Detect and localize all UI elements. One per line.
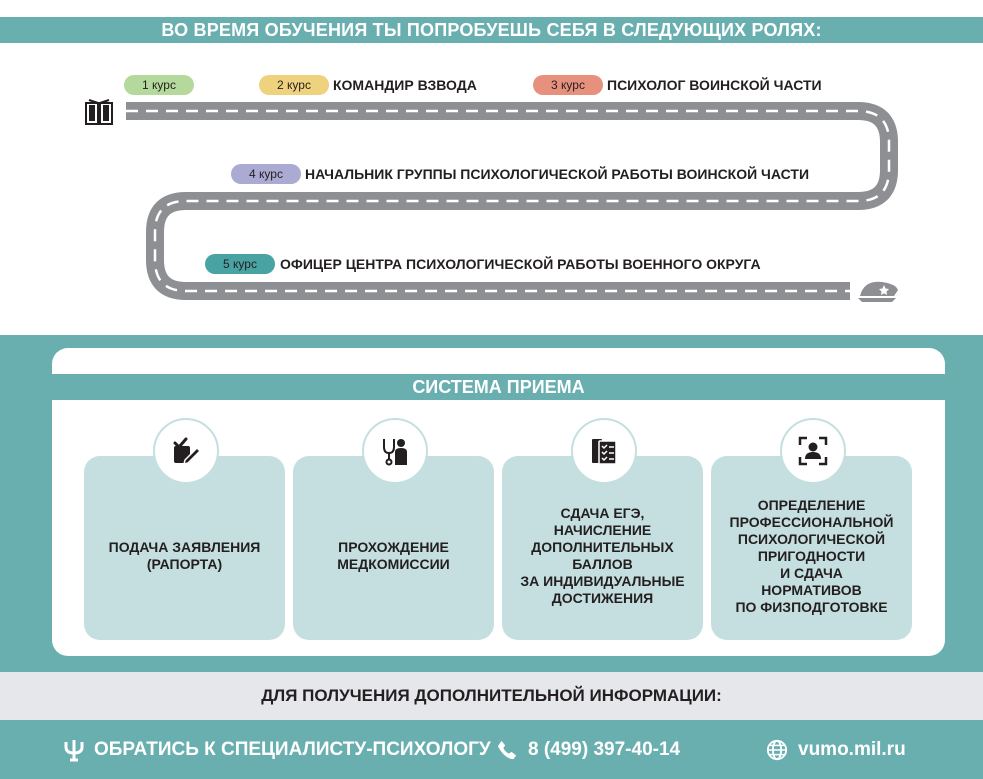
career-road bbox=[85, 99, 898, 302]
contact-phone-text[interactable]: 8 (499) 397-40-14 bbox=[528, 738, 681, 760]
roles-banner: ВО ВРЕМЯ ОБУЧЕНИЯ ТЫ ПОПРОБУЕШЬ СЕБЯ В С… bbox=[0, 17, 983, 43]
application-pen-icon bbox=[153, 418, 219, 484]
step-psychological-text: ОПРЕДЕЛЕНИЕ ПРОФЕССИОНАЛЬНОЙ ПСИХОЛОГИЧЕ… bbox=[729, 496, 894, 615]
contact-website[interactable]: vumo.mil.ru bbox=[766, 720, 906, 779]
step-exams: СДАЧА ЕГЭ, НАЧИСЛЕНИЕ ДОПОЛНИТЕЛЬНЫХ БАЛ… bbox=[502, 456, 703, 640]
officer-cap-icon bbox=[858, 281, 898, 302]
role-label-5: ОФИЦЕР ЦЕНТРА ПСИХОЛОГИЧЕСКОЙ РАБОТЫ ВОЕ… bbox=[280, 256, 761, 272]
checklist-documents-icon bbox=[571, 418, 637, 484]
book-icon bbox=[85, 99, 113, 125]
step-medical: ПРОХОЖДЕНИЕ МЕДКОМИССИИ bbox=[293, 456, 494, 640]
course-pill-4: 4 курс bbox=[231, 164, 301, 184]
additional-info-title: ДЛЯ ПОЛУЧЕНИЯ ДОПОЛНИТЕЛЬНОЙ ИНФОРМАЦИИ: bbox=[0, 672, 983, 720]
course-pill-5: 5 курс bbox=[205, 254, 275, 274]
step-application: ПОДАЧА ЗАЯВЛЕНИЯ (РАПОРТА) bbox=[84, 456, 285, 640]
contact-phone[interactable]: 8 (499) 397-40-14 bbox=[496, 720, 680, 779]
step-exams-text: СДАЧА ЕГЭ, НАЧИСЛЕНИЕ ДОПОЛНИТЕЛЬНЫХ БАЛ… bbox=[520, 505, 685, 606]
globe-icon bbox=[766, 739, 788, 761]
course-pill-2: 2 курс bbox=[259, 75, 329, 95]
course-pill-1: 1 курс bbox=[124, 75, 194, 95]
contact-specialist: ОБРАТИСЬ К СПЕЦИАЛИСТУ-ПСИХОЛОГУ bbox=[64, 720, 491, 779]
step-application-text: ПОДАЧА ЗАЯВЛЕНИЯ (РАПОРТА) bbox=[108, 539, 261, 572]
role-label-4: НАЧАЛЬНИК ГРУППЫ ПСИХОЛОГИЧЕСКОЙ РАБОТЫ … bbox=[305, 166, 810, 182]
admission-card: СИСТЕМА ПРИЕМА ПОДАЧА ЗАЯВЛЕНИЯ (РАПОРТА… bbox=[52, 348, 945, 656]
role-label-3: ПСИХОЛОГ ВОИНСКОЙ ЧАСТИ bbox=[607, 77, 822, 93]
course-pill-3: 3 курс bbox=[533, 75, 603, 95]
step-psychological: ОПРЕДЕЛЕНИЕ ПРОФЕССИОНАЛЬНОЙ ПСИХОЛОГИЧЕ… bbox=[711, 456, 912, 640]
contact-specialist-text: ОБРАТИСЬ К СПЕЦИАЛИСТУ-ПСИХОЛОГУ bbox=[94, 738, 491, 760]
admission-title: СИСТЕМА ПРИЕМА bbox=[52, 374, 945, 400]
doctor-stethoscope-icon bbox=[362, 418, 428, 484]
phone-icon bbox=[496, 739, 518, 761]
role-label-2: КОМАНДИР ВЗВОДА bbox=[333, 77, 477, 93]
psi-icon bbox=[64, 738, 84, 762]
face-scan-icon bbox=[780, 418, 846, 484]
contact-website-text[interactable]: vumo.mil.ru bbox=[798, 738, 906, 760]
contact-bar: ОБРАТИСЬ К СПЕЦИАЛИСТУ-ПСИХОЛОГУ 8 (499)… bbox=[0, 720, 983, 779]
step-medical-text: ПРОХОЖДЕНИЕ МЕДКОМИССИИ bbox=[337, 539, 450, 572]
